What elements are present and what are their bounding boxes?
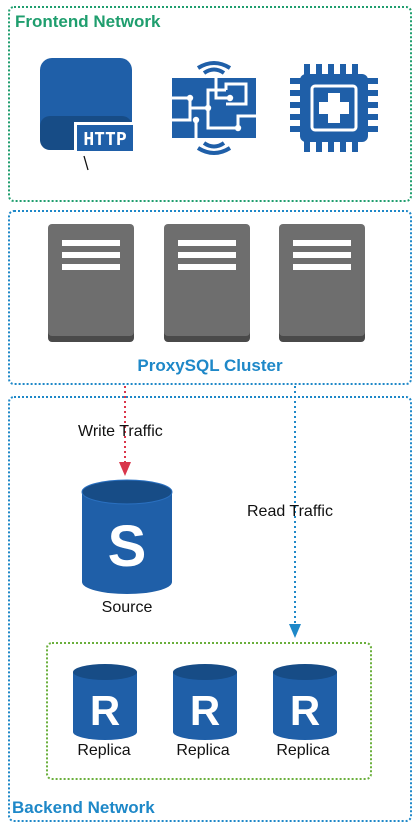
proxysql-server-icon [279, 224, 365, 342]
replica-database-icon: R [73, 664, 137, 740]
replica-label: Replica [77, 742, 131, 759]
proxysql-cluster-label: ProxySQL Cluster [137, 356, 283, 375]
replica-database-icon: R [273, 664, 337, 740]
proxysql-server-icon [164, 224, 250, 342]
source-database-icon: S [81, 479, 173, 594]
backend-network-label: Backend Network [12, 798, 155, 817]
frontend-network-group [8, 6, 412, 202]
replica-letter: R [290, 687, 320, 734]
replica-database-icon: R [173, 664, 237, 740]
proxysql-server-icon [48, 224, 134, 342]
source-letter: S [108, 514, 147, 579]
iot-circuit-icon [172, 61, 256, 155]
read-traffic-label: Read Traffic [247, 503, 333, 520]
source-label: Source [101, 599, 153, 616]
backend-network-group [8, 396, 412, 822]
replica-label: Replica [276, 742, 330, 759]
frontend-network-label: Frontend Network [15, 12, 161, 31]
write-traffic-arrow [119, 386, 131, 476]
write-traffic-label: Write Traffic [78, 423, 163, 440]
cpu-chip-plus-icon [290, 64, 378, 152]
replica-letter: R [90, 687, 120, 734]
http-server-icon: HTTP [40, 58, 136, 171]
read-traffic-arrow [289, 386, 301, 638]
replica-label: Replica [176, 742, 230, 759]
proxysql-cluster-group [8, 210, 412, 385]
http-badge-text: HTTP [83, 129, 127, 150]
replica-group [46, 642, 372, 780]
replica-letter: R [190, 687, 220, 734]
